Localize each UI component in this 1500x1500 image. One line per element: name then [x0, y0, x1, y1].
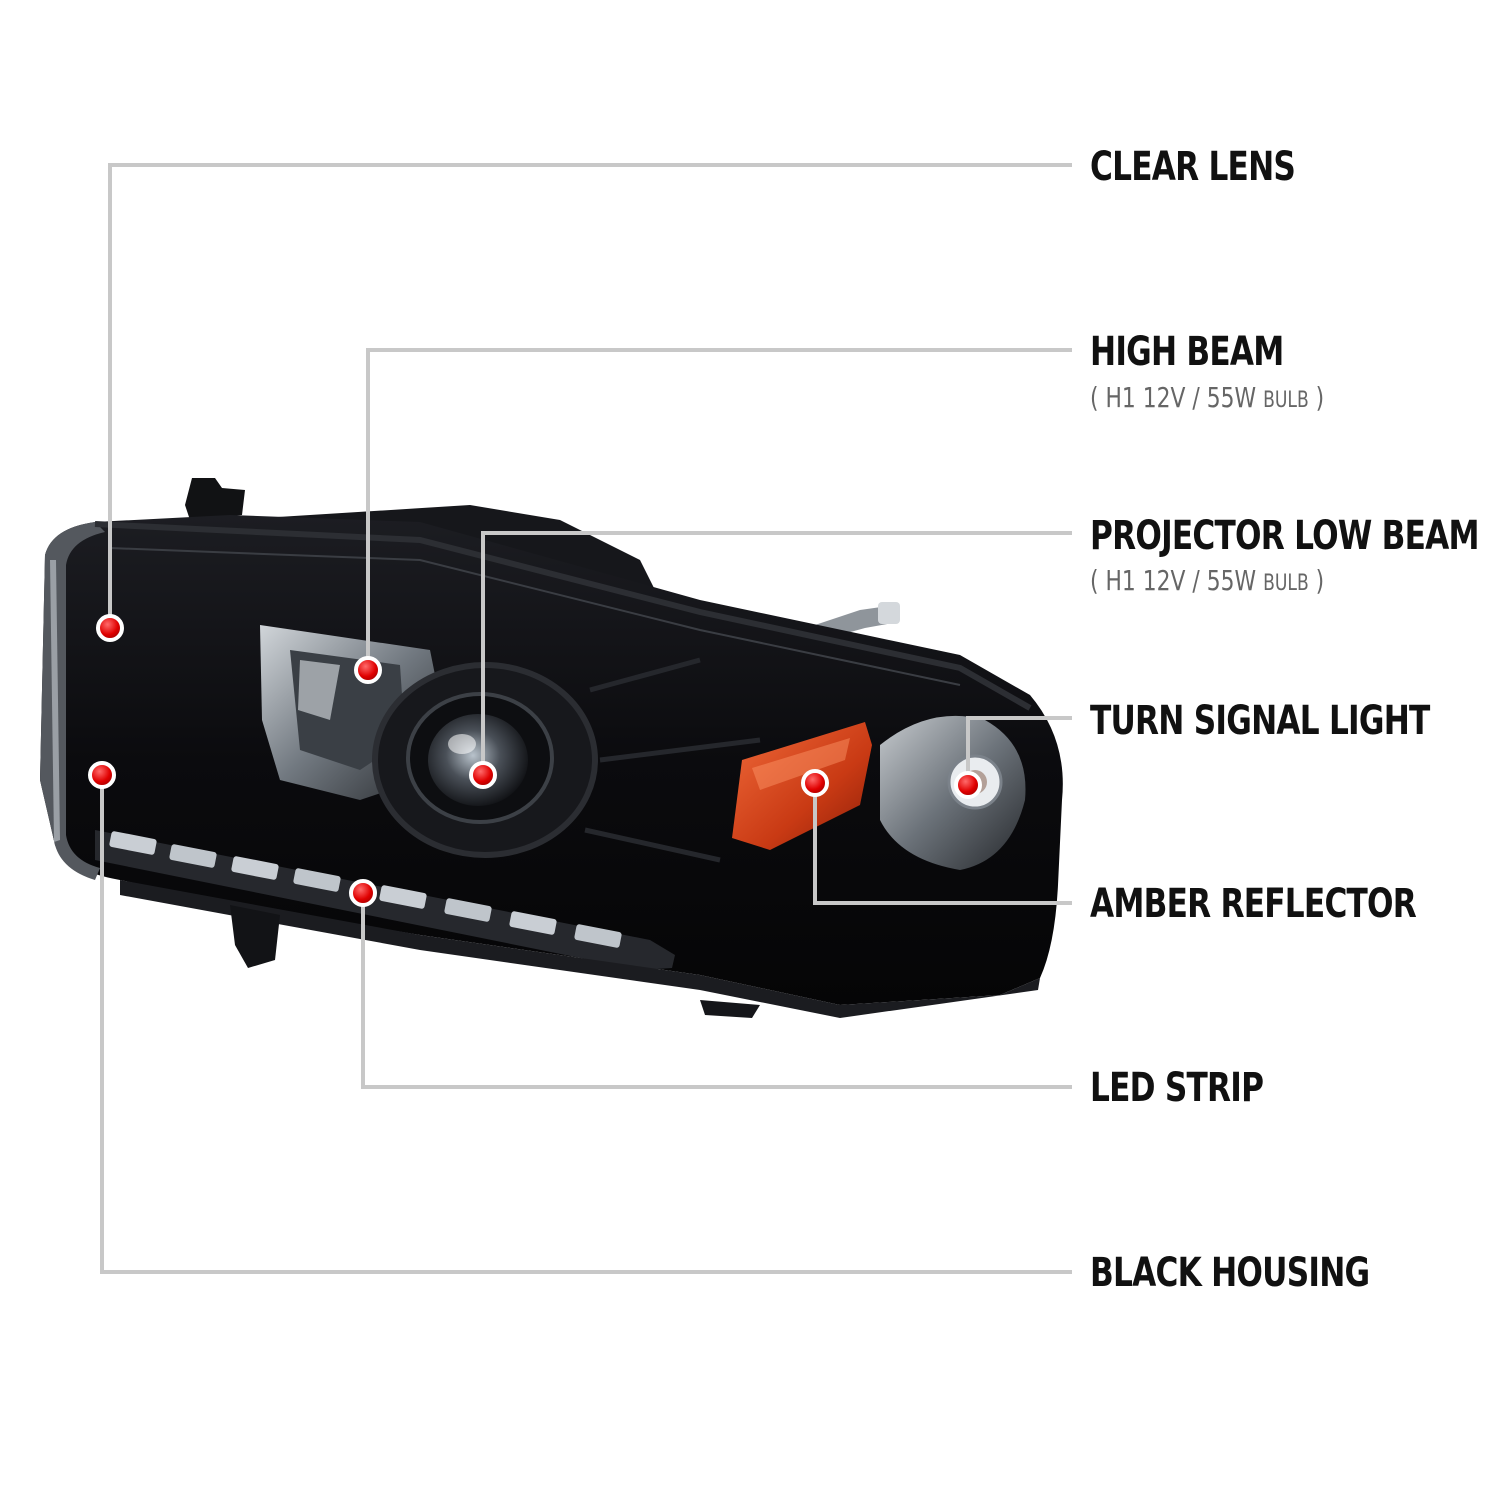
spec-rating: 12V / 55W: [1142, 381, 1257, 414]
amber-reflector-shine: [752, 738, 850, 790]
label-amber-reflector: AMBER REFLECTOR: [1090, 881, 1417, 927]
projector-lens-glare: [448, 734, 476, 754]
label-led-strip: LED STRIP: [1090, 1065, 1264, 1111]
leader-line-black-housing: [100, 775, 1072, 1274]
spec-rating: 12V / 55W: [1142, 564, 1257, 597]
leader-line-clear-lens: [108, 163, 1072, 628]
spec-projector-low-beam: ( H1 12V / 55W BULB ): [1090, 565, 1324, 600]
leader-line-projector-low-beam: [481, 531, 1072, 775]
leader-line-led-strip: [361, 893, 1072, 1089]
lower-mount: [230, 905, 280, 968]
marker-dot-turn-signal-light: [954, 771, 982, 799]
label-high-beam: HIGH BEAM: [1090, 329, 1284, 375]
top-edge: [94, 521, 1032, 711]
spec-high-beam: ( H1 12V / 55W BULB ): [1090, 382, 1324, 417]
leader-line-high-beam: [366, 348, 1072, 670]
marker-dot-high-beam: [354, 656, 382, 684]
marker-dot-led-strip: [349, 879, 377, 907]
label-black-housing: BLACK HOUSING: [1090, 1250, 1370, 1296]
marker-dot-clear-lens: [96, 614, 124, 642]
top-edge-highlight: [109, 547, 961, 686]
spec-close-paren: ): [1315, 381, 1325, 414]
spec-open-paren: (: [1090, 381, 1099, 414]
label-projector-low-beam: PROJECTOR LOW BEAM: [1090, 513, 1480, 559]
lower-foot: [700, 1000, 760, 1018]
label-turn-signal-light: TURN SIGNAL LIGHT: [1090, 698, 1430, 744]
leader-line-amber-reflector: [813, 783, 1072, 905]
spec-bulb-type: H1: [1105, 564, 1136, 597]
spec-unit: BULB: [1263, 571, 1309, 596]
spec-close-paren: ): [1315, 564, 1325, 597]
mounting-tab: [185, 478, 245, 520]
high-beam-facet: [298, 660, 340, 720]
leader-line-turn-signal-light: [966, 716, 1072, 785]
spec-open-paren: (: [1090, 564, 1099, 597]
shroud-trim: [584, 657, 761, 863]
marker-dot-amber-reflector: [801, 769, 829, 797]
callout-markers: [88, 614, 982, 907]
leader-lines: [100, 163, 1072, 1274]
headlight-illustration: [40, 478, 1063, 1018]
marker-dot-black-housing: [88, 761, 116, 789]
lens-rim-highlight: [50, 560, 60, 842]
spec-unit: BULB: [1263, 388, 1309, 413]
led-strip-segments: [109, 831, 622, 948]
label-clear-lens: CLEAR LENS: [1090, 144, 1296, 190]
marker-dot-projector-low-beam: [469, 761, 497, 789]
rod-tip: [878, 602, 900, 624]
spec-bulb-type: H1: [1105, 381, 1136, 414]
projector-lens: [428, 714, 528, 806]
